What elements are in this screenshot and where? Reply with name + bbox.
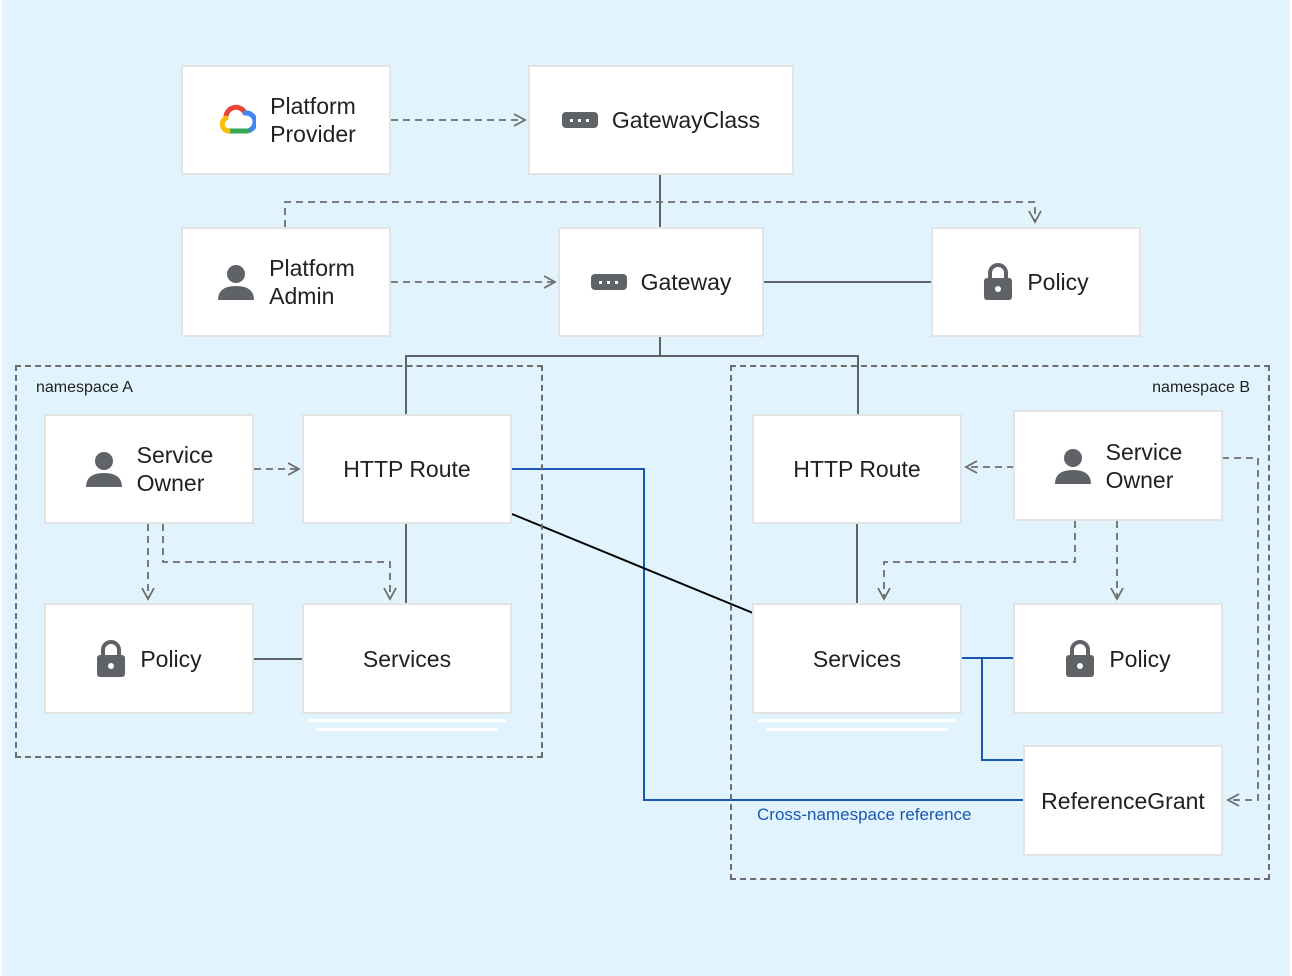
gateway-icon (590, 274, 627, 290)
ns-b-services-stack-shadow-2 (766, 728, 948, 731)
namespace-a-label: namespace A (36, 379, 133, 396)
ns-b-policy-node[interactable]: Policy (1013, 603, 1223, 714)
gatewayclass-label: GatewayClass (611, 107, 761, 133)
ns-a-service-owner-node[interactable]: Service Owner (44, 414, 254, 524)
platform-provider-node[interactable]: Platform Provider (181, 65, 391, 175)
owner-b-to-referencegrant-arrow (1222, 457, 1259, 807)
ns-b-services-label: Services (812, 645, 902, 672)
person-icon (85, 450, 123, 488)
owner-a-to-services-arrow (162, 524, 397, 601)
ns-a-services-label: Services (362, 645, 452, 672)
gateway-routes-link (405, 355, 859, 415)
lock-icon (1065, 639, 1095, 678)
ns-a-services-node[interactable]: Services (302, 603, 512, 714)
policy-top-node[interactable]: Policy (931, 227, 1141, 337)
namespace-b-label: namespace B (1152, 379, 1250, 396)
ns-b-service-owner-label-line1: Service (1105, 438, 1183, 465)
lock-icon (983, 263, 1013, 301)
policy-top-label: Policy (1027, 269, 1089, 295)
ns-b-services-stack-shadow-1 (758, 719, 956, 722)
gatewayclass-node[interactable]: GatewayClass (528, 65, 794, 175)
ns-a-http-route-label: HTTP Route (343, 456, 471, 482)
platform-provider-label-line2: Provider (270, 121, 356, 147)
admin-to-policy-arrow (284, 201, 1042, 227)
ns-a-policy-label: Policy (140, 645, 202, 672)
person-icon (217, 263, 255, 301)
platform-admin-node[interactable]: Platform Admin (181, 227, 391, 337)
person-icon (1054, 447, 1092, 485)
lock-icon (96, 639, 126, 678)
platform-admin-label-line2: Admin (269, 283, 335, 309)
ns-b-service-owner-label-line2: Owner (1105, 466, 1174, 493)
ns-b-services-node[interactable]: Services (752, 603, 962, 714)
google-cloud-icon (216, 104, 257, 136)
ns-a-service-owner-label-line2: Owner (136, 470, 205, 496)
ns-b-policy-label: Policy (1109, 645, 1171, 672)
route-a-to-services-b-link (511, 513, 754, 614)
ns-b-referencegrant-node[interactable]: ReferenceGrant (1023, 745, 1223, 856)
cross-namespace-reference-label: Cross-namespace reference (757, 805, 972, 824)
ns-b-referencegrant-label: ReferenceGrant (1041, 787, 1205, 814)
ns-a-services-stack-shadow-1 (308, 719, 506, 722)
ns-b-http-route-node[interactable]: HTTP Route (752, 414, 962, 524)
ns-b-http-route-label: HTTP Route (793, 456, 921, 482)
ns-a-service-owner-label-line1: Service (136, 442, 214, 468)
ns-a-policy-node[interactable]: Policy (44, 603, 254, 714)
platform-admin-label-line1: Platform (269, 255, 355, 281)
ns-b-service-owner-node[interactable]: Service Owner (1013, 410, 1223, 521)
namespace-a-container (15, 365, 543, 758)
ns-a-services-stack-shadow-2 (316, 728, 498, 731)
gateway-label: Gateway (640, 269, 732, 295)
namespace-b-container (730, 365, 1270, 880)
ns-a-http-route-node[interactable]: HTTP Route (302, 414, 512, 524)
cross-namespace-reference-line (512, 468, 1024, 801)
referencegrant-services-link (962, 657, 1024, 761)
owner-b-to-services-arrow (877, 521, 1076, 601)
platform-provider-label-line1: Platform (270, 93, 356, 119)
gateway-node[interactable]: Gateway (558, 227, 764, 337)
gateway-icon (561, 112, 598, 128)
